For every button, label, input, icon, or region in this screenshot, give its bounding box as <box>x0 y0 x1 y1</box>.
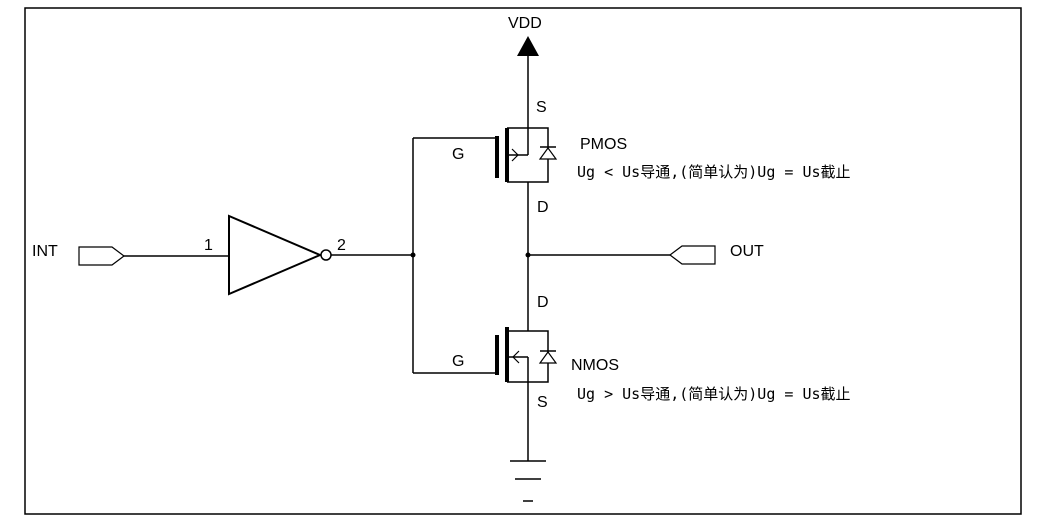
pmos-drain-label: D <box>537 199 549 216</box>
nmos-transistor: D S G NMOS Ug > Us导通,(简单认为)Ug = Us截止 <box>452 255 851 461</box>
nmos-name: NMOS <box>571 357 619 374</box>
input-port-icon <box>78 246 125 266</box>
output-port-label: OUT <box>730 243 764 260</box>
pmos-diode-icon <box>538 146 558 160</box>
gate-bus <box>410 137 497 374</box>
diagram-border <box>24 7 1022 515</box>
inverter-pin-in: 1 <box>204 237 213 254</box>
ground-icon <box>510 460 546 502</box>
pmos-source-label: S <box>536 99 547 116</box>
pmos-gate-label: G <box>452 146 464 163</box>
nmos-arrow-icon <box>512 350 520 364</box>
nmos-diode-icon <box>538 350 558 364</box>
pmos-name: PMOS <box>580 136 627 153</box>
pmos-arrow-icon <box>511 148 519 162</box>
pmos-note: Ug < Us导通,(简单认为)Ug = Us截止 <box>577 163 851 181</box>
nmos-note: Ug > Us导通,(简单认为)Ug = Us截止 <box>577 385 851 403</box>
input-port-label: INT <box>32 243 58 260</box>
vdd-arrow-icon <box>517 36 539 56</box>
inverter-bubble-icon <box>320 249 332 261</box>
nmos-gate-label: G <box>452 353 464 370</box>
inverter: 1 2 <box>204 214 413 296</box>
vdd-supply: VDD <box>508 15 542 128</box>
nmos-drain-label: D <box>537 294 549 311</box>
pmos-transistor: S D G PMOS Ug < Us导通,(简单认为)Ug = Us截止 <box>452 99 851 255</box>
output-port-icon <box>669 245 716 265</box>
vdd-label: VDD <box>508 15 542 32</box>
nmos-source-label: S <box>537 394 548 411</box>
output-node: OUT <box>525 243 764 265</box>
inverter-triangle-icon <box>228 214 323 296</box>
input-port: INT <box>32 243 229 266</box>
inverter-pin-out: 2 <box>337 237 346 254</box>
